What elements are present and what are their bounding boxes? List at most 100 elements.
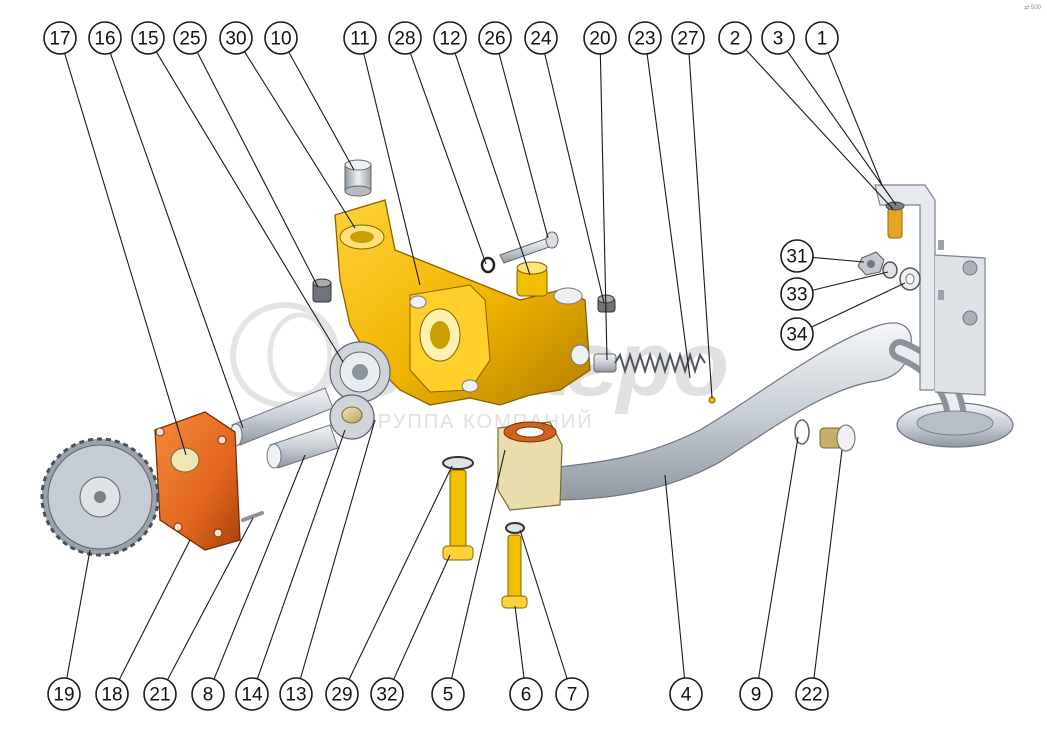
- callout-number: 15: [137, 29, 158, 50]
- callout-circle: [131, 21, 165, 55]
- callout-number: 8: [203, 685, 214, 706]
- callout-18: 18: [95, 677, 129, 711]
- bolt-part-6: [501, 534, 528, 609]
- callout-15: 15: [131, 21, 165, 55]
- seal-ring-part-9: [794, 419, 810, 445]
- leader-line-19: [66, 549, 91, 679]
- callout-26: 26: [478, 21, 512, 55]
- pump-cover-part-18: [154, 411, 241, 551]
- gear-part-19: [40, 437, 160, 557]
- callout-number: 17: [49, 29, 70, 50]
- washer-part-7: [505, 522, 525, 534]
- callout-5: 5: [431, 677, 465, 711]
- callout-31: 31: [780, 239, 814, 273]
- callout-number: 19: [53, 685, 74, 706]
- leader-line-6: [514, 605, 525, 679]
- callout-34: 34: [780, 317, 814, 351]
- callout-14: 14: [235, 677, 269, 711]
- leader-line-2: [745, 49, 894, 210]
- callout-number: 32: [376, 685, 397, 706]
- leader-line-20: [599, 53, 608, 361]
- callout-number: 23: [634, 29, 655, 50]
- callout-number: 5: [443, 685, 454, 706]
- leader-line-9: [758, 436, 799, 679]
- callout-circle: [780, 277, 814, 311]
- callout-number: 33: [786, 285, 807, 306]
- flange-part-5: [497, 421, 563, 511]
- callout-circle: [583, 21, 617, 55]
- bushing-part-10: [344, 159, 372, 197]
- callout-circle: [780, 317, 814, 351]
- callout-7: 7: [555, 677, 589, 711]
- callout-21: 21: [143, 677, 177, 711]
- leader-line-24: [544, 53, 605, 304]
- leader-line-26: [498, 53, 549, 239]
- callout-number: 14: [241, 685, 263, 706]
- callout-28: 28: [388, 21, 422, 55]
- callout-25: 25: [173, 21, 207, 55]
- bolt-part-26: [499, 231, 559, 264]
- parts-artwork: [40, 159, 1014, 609]
- callout-circle: [671, 21, 705, 55]
- leader-line-22: [813, 449, 843, 679]
- watermark-logo-inner: [267, 312, 333, 398]
- spring-part-23: [614, 351, 706, 375]
- callout-number: 3: [773, 29, 784, 50]
- callout-29: 29: [325, 677, 359, 711]
- callout-1: 1: [805, 21, 839, 55]
- leader-line-17: [64, 53, 187, 456]
- leader-line-28: [409, 52, 487, 265]
- callout-19: 19: [47, 677, 81, 711]
- callout-30: 30: [219, 21, 253, 55]
- callout-circle: [343, 21, 377, 55]
- leader-line-14: [256, 429, 346, 680]
- ring-part-28: [480, 256, 496, 274]
- callout-circle: [509, 677, 543, 711]
- bolt-part-2: [885, 201, 905, 239]
- callout-6: 6: [509, 677, 543, 711]
- leader-line-21: [166, 517, 254, 681]
- callout-number: 34: [786, 325, 808, 346]
- callout-13: 13: [279, 677, 313, 711]
- callout-circle: [235, 677, 269, 711]
- callout-circle: [739, 677, 773, 711]
- bracket-part-1: [874, 184, 986, 396]
- leader-lines: [64, 49, 906, 681]
- callout-number: 16: [94, 29, 115, 50]
- callout-17: 17: [43, 21, 77, 55]
- callout-number: 27: [677, 29, 698, 50]
- leader-line-13: [299, 419, 376, 679]
- leader-line-30: [244, 51, 356, 229]
- callout-circle: [761, 21, 795, 55]
- leader-line-11: [363, 53, 421, 286]
- leader-line-25: [196, 51, 319, 288]
- callout-circle: [431, 677, 465, 711]
- callout-circle: [191, 677, 225, 711]
- leader-line-23: [646, 53, 691, 379]
- callout-number: 31: [786, 247, 807, 268]
- leader-line-4: [664, 474, 686, 679]
- callout-number: 30: [225, 29, 246, 50]
- leader-line-32: [393, 554, 451, 680]
- drive-gear-part-15: [329, 341, 391, 403]
- callout-number: 12: [439, 29, 460, 50]
- callout-circle: [173, 21, 207, 55]
- callout-8: 8: [191, 677, 225, 711]
- callout-circle: [669, 677, 703, 711]
- leader-line-27: [688, 53, 713, 399]
- leader-line-33: [812, 271, 889, 291]
- callout-circle: [805, 21, 839, 55]
- leader-line-29: [348, 465, 453, 680]
- leader-line-16: [109, 52, 244, 429]
- callout-2: 2: [718, 21, 752, 55]
- callout-12: 12: [433, 21, 467, 55]
- callout-number: 4: [681, 685, 692, 706]
- leader-line-34: [811, 282, 906, 328]
- washer-part-29: [442, 456, 474, 470]
- callout-23: 23: [628, 21, 662, 55]
- callout-33: 33: [780, 277, 814, 311]
- callout-number: 10: [270, 29, 291, 50]
- leader-line-8: [213, 454, 306, 680]
- leader-line-12: [454, 52, 531, 276]
